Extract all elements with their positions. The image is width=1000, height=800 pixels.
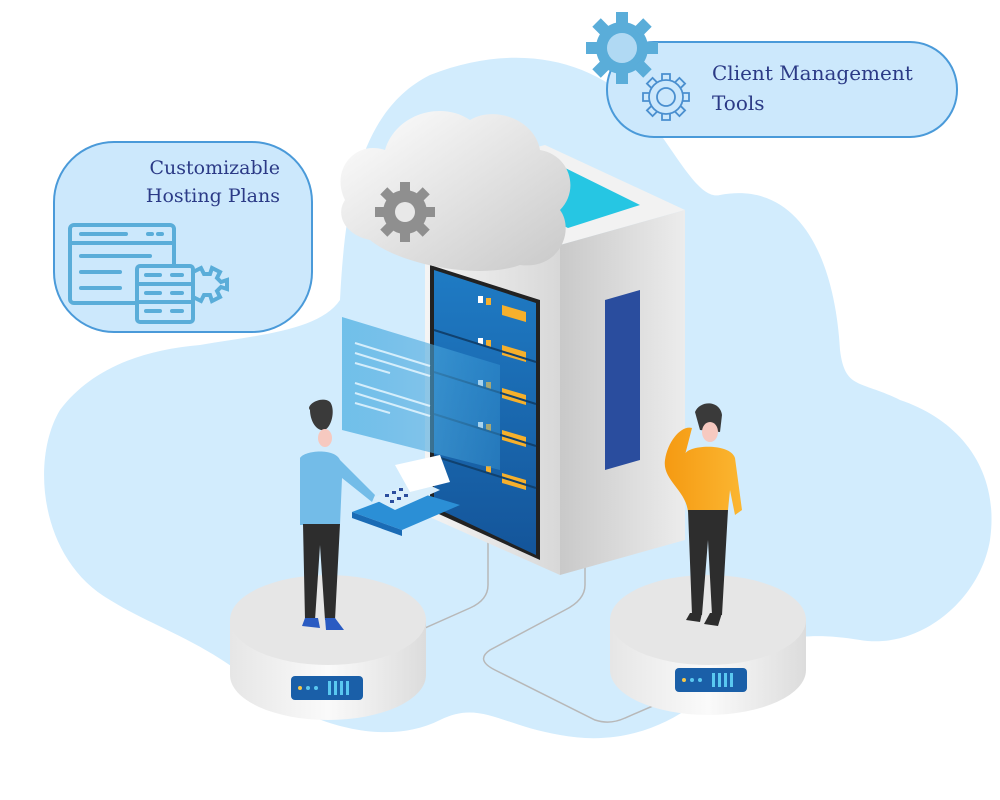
person-left [300,399,375,630]
server-settings-icon [68,223,229,324]
hosting-plans-callout [53,141,313,333]
side-vent [605,290,640,470]
client-management-callout [586,12,958,138]
gear-filled-icon [586,12,658,84]
hosting-plans-line2: Hosting Plans [145,185,280,207]
hosting-plans-label: Customizable Hosting Plans [120,154,280,210]
client-management-line1: Client Management [712,61,913,85]
cloud-gear-icon [340,111,571,271]
holographic-panel [342,317,500,470]
gear-outline-icon [642,73,690,121]
client-management-line2: Tools [712,91,765,115]
network-cables [397,540,656,723]
terminal-device [352,455,460,536]
person-right [664,403,742,626]
right-pedestal [610,575,806,715]
left-pedestal [230,575,426,720]
client-management-label: Client Management Tools [712,58,913,118]
hosting-plans-line1: Customizable [149,157,280,179]
